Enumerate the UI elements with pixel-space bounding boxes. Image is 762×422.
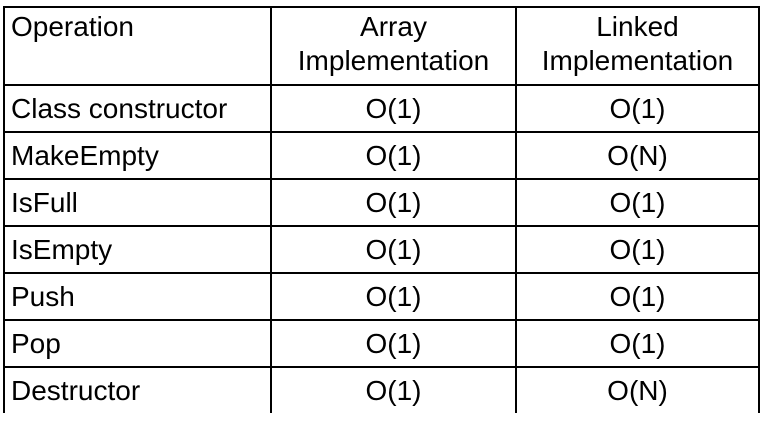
operation-cell: Class constructor bbox=[3, 84, 272, 133]
header-array-line-2: Implementation bbox=[297, 44, 490, 76]
array-complexity-cell: O(1) bbox=[270, 319, 517, 368]
operation-cell: IsFull bbox=[3, 178, 272, 227]
linked-complexity-cell: O(1) bbox=[515, 272, 760, 321]
operation-cell: MakeEmpty bbox=[3, 131, 272, 180]
header-linked-line-2: Implementation bbox=[541, 44, 734, 76]
table-row: IsFull O(1) O(1) bbox=[3, 178, 760, 227]
linked-complexity-cell: O(N) bbox=[515, 131, 760, 180]
array-complexity-cell: O(1) bbox=[270, 366, 517, 413]
header-array-implementation: Array Implementation bbox=[270, 6, 517, 86]
header-row: Operation Array Implementation Linked Im… bbox=[3, 6, 760, 86]
header-operation: Operation bbox=[3, 6, 272, 86]
linked-complexity-cell: O(1) bbox=[515, 84, 760, 133]
array-complexity-cell: O(1) bbox=[270, 84, 517, 133]
table-row: Pop O(1) O(1) bbox=[3, 319, 760, 368]
array-complexity-cell: O(1) bbox=[270, 178, 517, 227]
header-array-line-1: Array bbox=[360, 11, 427, 42]
operation-cell: Pop bbox=[3, 319, 272, 368]
array-complexity-cell: O(1) bbox=[270, 131, 517, 180]
table-row: Destructor O(1) O(N) bbox=[3, 366, 760, 413]
table-row: Class constructor O(1) O(1) bbox=[3, 84, 760, 133]
table-row: IsEmpty O(1) O(1) bbox=[3, 225, 760, 274]
operation-cell: Push bbox=[3, 272, 272, 321]
operation-cell: Destructor bbox=[3, 366, 272, 413]
header-linked-implementation: Linked Implementation bbox=[515, 6, 760, 86]
linked-complexity-cell: O(N) bbox=[515, 366, 760, 413]
header-linked-line-1: Linked bbox=[596, 11, 679, 42]
array-complexity-cell: O(1) bbox=[270, 225, 517, 274]
linked-complexity-cell: O(1) bbox=[515, 225, 760, 274]
operation-cell: IsEmpty bbox=[3, 225, 272, 274]
array-complexity-cell: O(1) bbox=[270, 272, 517, 321]
linked-complexity-cell: O(1) bbox=[515, 319, 760, 368]
complexity-table: Operation Array Implementation Linked Im… bbox=[3, 6, 760, 413]
table-row: MakeEmpty O(1) O(N) bbox=[3, 131, 760, 180]
linked-complexity-cell: O(1) bbox=[515, 178, 760, 227]
table-row: Push O(1) O(1) bbox=[3, 272, 760, 321]
